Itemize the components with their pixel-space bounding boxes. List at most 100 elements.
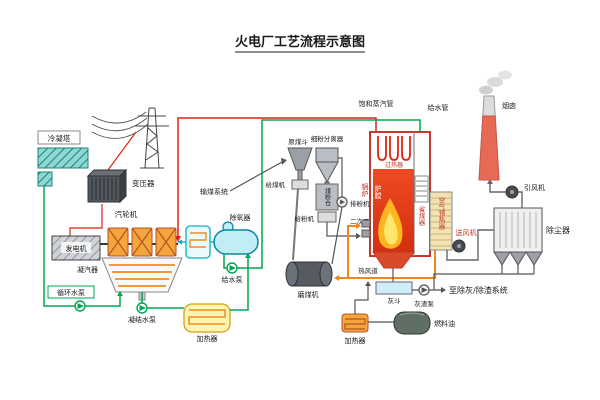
coal-system-section: 输煤系统 原煤斗 细粉分离器 给煤机 煤粉仓 给粉机: [200, 134, 436, 299]
lp-heater-label: 加热器: [197, 334, 218, 343]
air-preheater-label: 空气预热器: [437, 196, 445, 231]
oil-heater-label: 加热器: [345, 336, 366, 345]
pc-bunker-icon: [315, 183, 339, 211]
condensate-pump-icon: [136, 302, 148, 314]
ash-system-arrow: [441, 287, 446, 293]
condenser-label: 凝汽器: [77, 265, 98, 274]
precipitator-label: 除尘器: [546, 225, 570, 235]
pc-feeder-icon: [317, 211, 337, 223]
raw-coal-hopper-label: 原煤斗: [288, 137, 308, 146]
turbine-generator-section: 汽轮机 凝汽器: [77, 117, 377, 301]
coal-mill-label: 磨煤机: [298, 290, 319, 299]
coal-feeder-label: 给煤机: [266, 180, 286, 189]
esp-ash-lines: [433, 265, 535, 290]
furnace-hopper-icon: [372, 251, 415, 269]
turbine-icon: [107, 227, 177, 257]
sat-steam-pipe-label: 饱和蒸汽管: [359, 99, 394, 108]
extraction-arrow: [177, 239, 182, 245]
fine-separator-label: 细粉分离器: [311, 134, 344, 143]
condenser-icon: [101, 257, 183, 301]
circ-pump-label: 循环水泵: [57, 288, 85, 297]
slag-pump-label: 灰渣泵: [414, 299, 434, 308]
cooling-tower-icon: [37, 147, 89, 169]
oil-section: 加热器 燃料油: [341, 281, 455, 345]
pc-bunker-label: 煤粉仓: [324, 187, 331, 206]
electrical-section: 冷凝塔 变压器: [37, 107, 169, 261]
turbine-label: 汽轮机: [115, 209, 138, 219]
feed-pump-label: 给水泵: [222, 275, 243, 284]
pc-feeder-label: 给粉机: [295, 214, 315, 223]
air-flue-section: 空气预热器 送风机 除尘器: [429, 70, 570, 266]
exhauster-to-separator-line: [338, 157, 343, 197]
deaerator-in-arrow: [245, 253, 251, 258]
cooling-tower-label: 冷凝塔: [48, 133, 71, 143]
ash-hopper-label: 灰斗: [388, 296, 402, 305]
page-title: 火电厂工艺流程示意图: [235, 34, 365, 50]
lp-heater-icon: [183, 303, 231, 333]
coal-mill-icon: [285, 261, 333, 287]
generator-output-line: [69, 204, 103, 236]
coal-chute-line: [292, 188, 299, 261]
oil-burner-arrow: [365, 281, 371, 286]
furnace-label: 炉膛: [374, 184, 382, 200]
condensate-pump-label: 凝结水泵: [128, 315, 156, 324]
extraction-exchanger-icon: [185, 225, 211, 259]
transformer-hv-line: [107, 131, 137, 171]
idfan-to-chimney-line: [489, 182, 506, 193]
ash-system-label: 至除灰/除渣系统: [449, 285, 508, 295]
secondary-air-arrow: [356, 223, 361, 229]
generator-label: 发电机: [66, 244, 87, 253]
precipitator-icon: [493, 207, 543, 266]
oil-to-burner-line: [354, 284, 369, 314]
circ-water-arrow: [117, 291, 123, 296]
secondary-air-label: 二次风: [350, 217, 370, 226]
esp-to-idfan-line: [518, 191, 523, 208]
deaerator-out-line: [223, 254, 227, 269]
hot-air-duct-line: [338, 250, 436, 279]
coal-supply-line: [229, 161, 283, 192]
circ-pump-icon: [74, 300, 86, 312]
feedwater-pipe-label: 给水管: [428, 103, 449, 112]
coal-feeder-icon: [291, 179, 309, 190]
power-wires-icon: [91, 111, 149, 139]
air-preheater-icon: [429, 191, 453, 251]
superheater-label: 过热器: [385, 161, 403, 169]
coal-supply-arrow: [281, 158, 287, 165]
main-steam-arrow: [175, 236, 181, 242]
boiler-section: 过热器 锅炉 炉膛 省煤器: [361, 131, 431, 269]
heater-to-deaerator-line: [230, 256, 249, 311]
flame-icon: [378, 198, 403, 249]
deaerator-label: 除氧器: [230, 213, 251, 222]
fuel-oil-label: 燃料油: [434, 319, 455, 328]
generator-label-bg: [61, 242, 91, 253]
flue-duct-line: [446, 229, 494, 261]
mill-to-exhauster-line: [331, 206, 343, 265]
transformer-label: 变压器: [132, 178, 155, 188]
fuel-oil-tank-icon: [393, 311, 431, 335]
burner-icons: [361, 219, 371, 238]
cooling-tower-basin-icon: [37, 171, 53, 187]
main-steam-line: [177, 117, 377, 238]
pulverized-coal-arrow: [356, 233, 361, 239]
boiler-label: 锅炉: [361, 182, 369, 198]
chimney-in-arrow: [487, 179, 493, 184]
smoke-icon: [479, 70, 512, 95]
slag-pump-icon: [418, 284, 430, 296]
fd-fan-icon: [452, 239, 466, 253]
economizer-label: 省煤器: [417, 205, 425, 227]
coal-supply-label: 输煤系统: [200, 187, 228, 196]
fine-separator-icon: [315, 147, 339, 185]
circ-pump-label-box: [47, 285, 95, 299]
feed-pump-icon: [226, 262, 238, 274]
secondary-air-line: [347, 225, 356, 278]
hot-air-arrow: [334, 275, 339, 281]
transformer-icon: [86, 168, 128, 204]
id-fan-icon: [505, 185, 519, 199]
deaerator-icon: [213, 221, 259, 255]
slag-trough-icon: [375, 281, 413, 295]
hot-air-duct-label: 热风道: [358, 266, 378, 275]
economizer-icon: [414, 175, 429, 203]
pylon-icon: [135, 107, 169, 169]
id-fan-label: 引风机: [524, 183, 545, 192]
